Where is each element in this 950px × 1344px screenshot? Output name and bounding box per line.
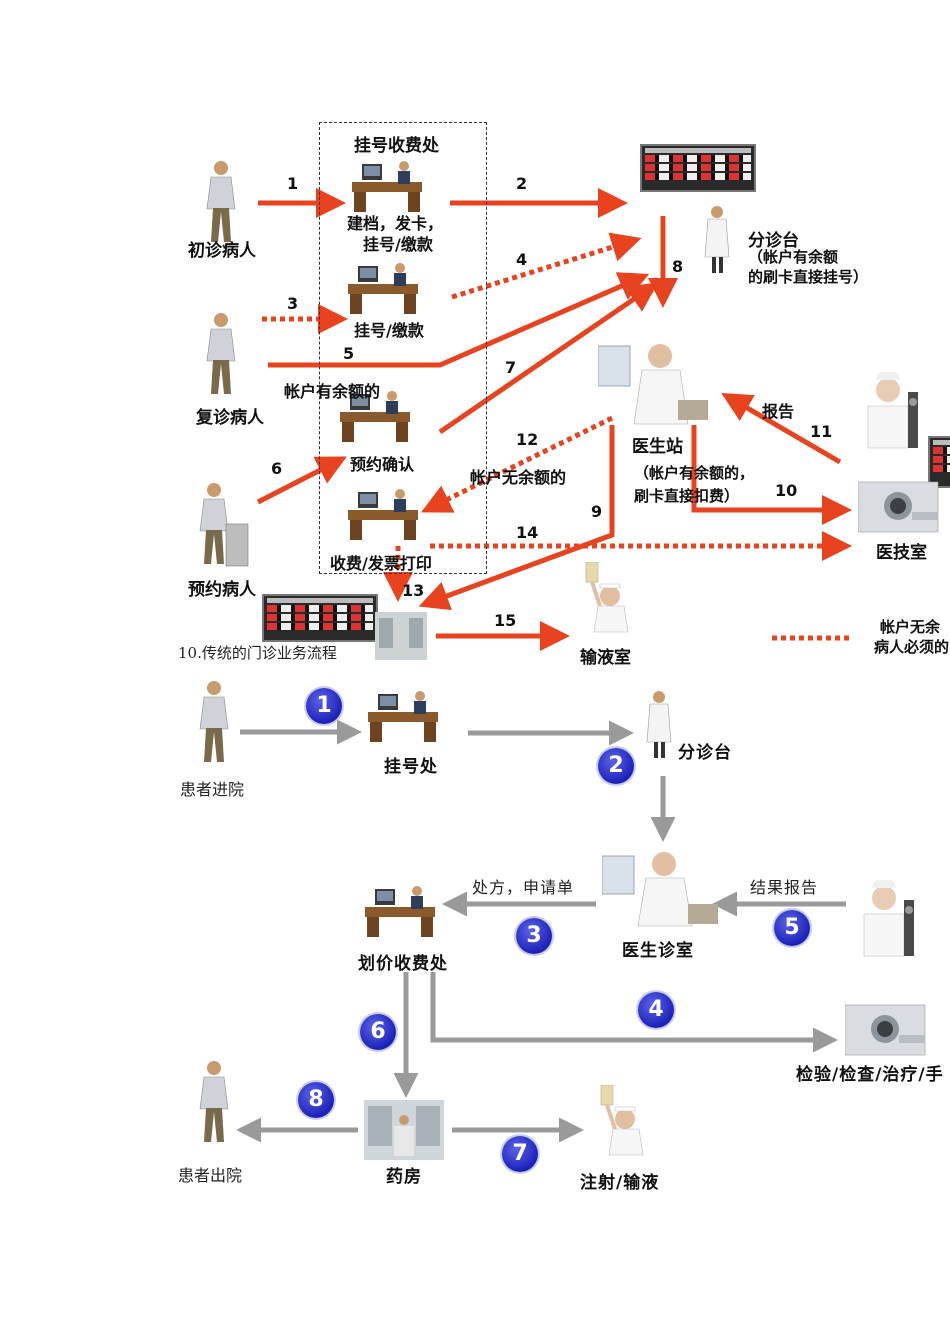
medtech-room-label: 医技室 [876,543,927,563]
no-balance-label: 帐户无余额的 [470,468,567,487]
arrow-number-5: 5 [343,344,355,363]
queue-display-right [928,436,950,488]
infusion-room-label: 输液室 [580,648,631,668]
queue-display-bottom [262,594,378,642]
register-desk-2-text: 挂号/缴款 [354,321,424,340]
lab-technician-figure [862,369,922,456]
arrow-number-4: 4 [516,250,528,269]
doctor-note-line1: （帐户有余额的， [634,464,755,482]
medtech-machine-figure [857,472,940,538]
injection-nurse-figure [595,1083,651,1165]
patient-out-label: 患者出院 [178,1166,243,1185]
triage-note-line1: （帐户有余额 [748,248,839,266]
triage-label: 分诊台 [678,743,732,763]
report-label: 报告 [762,402,795,421]
lab-tech-bottom-figure [858,877,918,980]
charge-print-label: 收费/发票打印 [330,554,432,573]
return-patient-figure [205,312,245,401]
doctor-room-label: 医生诊室 [622,941,694,961]
doctor-note-line2: 刷卡直接扣费） [634,487,740,505]
register-desk-2-icon [348,262,420,320]
result-report-label: 结果报告 [750,878,819,897]
arrow-10 [691,425,852,525]
arrow-number-9: 9 [591,502,603,521]
doctor-room-figure [601,850,720,934]
appointment-patient-label: 预约病人 [188,580,256,600]
queue-display-top [640,144,756,192]
registration-box [319,122,487,574]
arrow-number-1: 1 [287,174,299,193]
charge-desk-icon [348,488,420,546]
appointment-confirm-label: 预约确认 [350,455,415,474]
register-desk-1-text-line1: 建档，发卡， [347,214,444,233]
doctor-station-figure [597,340,708,434]
step-badge-4: 4 [638,992,674,1028]
step-badge-2: 2 [598,748,634,784]
arrow-number-6: 6 [271,459,283,478]
patient-in-figure [198,680,238,769]
pharmacy-label: 药房 [386,1167,422,1187]
arrow-number-11: 11 [810,422,833,441]
pricing-desk-label: 划价收费处 [358,954,448,974]
register-desk-1-text-line2: 挂号/缴款 [363,235,433,254]
step-badge-7: 7 [502,1136,538,1172]
registration-desk-icon [368,690,440,748]
patient-out-figure [198,1060,238,1149]
triage-nurse-figure [703,205,733,281]
arrow-11 [721,392,842,465]
first-visit-patient-label: 初诊病人 [188,241,256,261]
arrow-7 [438,282,659,435]
step-arrow-4 [430,972,838,1053]
figure-caption: 10.传统的门诊业务流程 [178,644,337,662]
return-patient-label: 复诊病人 [196,408,264,428]
appointment-patient-figure [198,482,258,576]
arrow-number-3: 3 [287,294,299,313]
patient-in-label: 患者进院 [180,780,245,799]
triage-doctor-figure [645,690,675,766]
arrow-number-13: 13 [402,581,425,600]
arrow-number-2: 2 [516,174,528,193]
arrow-12 [421,415,614,513]
arrow-number-12: 12 [516,430,539,449]
injection-label: 注射/输液 [580,1173,660,1193]
registration-label: 挂号处 [384,757,438,777]
registration-box-title: 挂号收费处 [354,136,439,156]
arrow-number-15: 15 [494,611,517,630]
balance-label: 帐户有余额的 [284,382,381,401]
step-badge-6: 6 [360,1014,396,1050]
doctor-station-label: 医生站 [632,437,683,457]
arrow-number-14: 14 [516,523,539,542]
exam-machine-figure [844,995,927,1061]
arrow-number-10: 10 [775,481,798,500]
triage-note-line2: 的刷卡直接挂号） [748,268,869,286]
exam-label: 检验/检查/治疗/手 [796,1065,944,1085]
arrow-9 [418,425,615,611]
legend-line1: 帐户无余 [880,618,941,636]
pharmacy-photo [364,1100,444,1164]
infusion-nurse-figure [580,560,636,642]
arrow-6 [256,456,347,505]
arrow-number-8: 8 [672,257,684,276]
step-badge-8: 8 [298,1082,334,1118]
pricing-desk-icon [365,885,437,943]
legend-line2: 病人必须的 [874,638,950,656]
step-badge-1: 1 [306,688,342,724]
pharmacy-photo-top [375,612,427,664]
prescription-label: 处方，申请单 [472,878,575,897]
arrow-number-7: 7 [505,358,517,377]
arrow-5 [268,272,650,368]
step-badge-5: 5 [774,910,810,946]
step-badge-3: 3 [516,918,552,954]
triage-desk-label: 分诊台 [748,231,799,251]
arrow-4 [451,232,642,300]
